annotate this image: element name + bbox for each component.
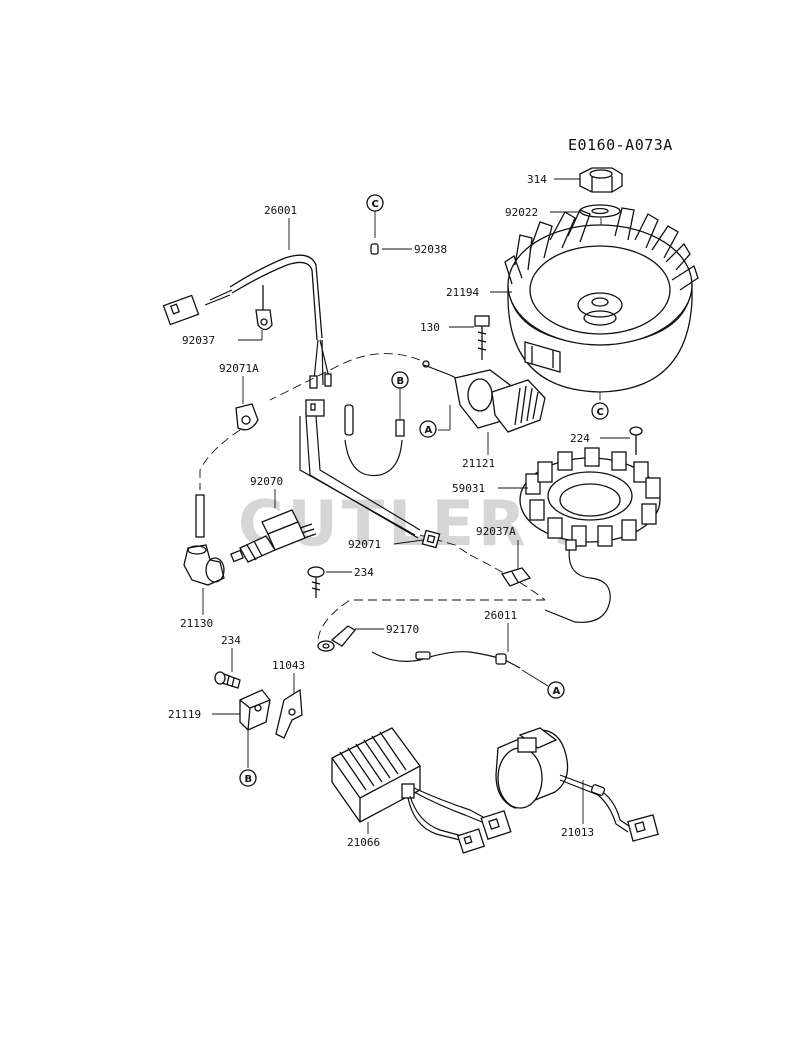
- svg-text:A: A: [425, 425, 433, 436]
- label-11043: 11043: [272, 659, 305, 672]
- label-92071A: 92071A: [219, 362, 259, 375]
- lead-26011-drawing: [371, 651, 521, 669]
- switch-21119-drawing: [239, 689, 271, 768]
- svg-text:C: C: [372, 199, 379, 210]
- label-92022: 92022: [505, 206, 538, 219]
- label-92170: 92170: [386, 623, 419, 636]
- screw-234-upper-drawing: [307, 566, 325, 598]
- stator-59031-drawing: [519, 447, 661, 623]
- bracket-11043-drawing: [275, 688, 303, 739]
- label-21013: 21013: [561, 826, 594, 839]
- washer-92022-drawing: [579, 204, 621, 218]
- label-224: 224: [570, 432, 590, 445]
- svg-text:A: A: [553, 686, 561, 697]
- label-130: 130: [420, 321, 440, 334]
- capacitor-21013-drawing: [495, 727, 659, 842]
- label-21066: 21066: [347, 836, 380, 849]
- callout-b-lower: B: [239, 769, 257, 787]
- reference-code: E0160-A073A: [568, 136, 673, 154]
- label-92037: 92037: [182, 334, 215, 347]
- label-21119: 21119: [168, 708, 201, 721]
- bolt-130-drawing: [474, 315, 490, 360]
- spark-plug-92070-drawing: [230, 509, 317, 563]
- boot-92071A-drawing: [235, 403, 259, 431]
- label-92038: 92038: [414, 243, 447, 256]
- ground-lead-92170-drawing: [317, 625, 356, 652]
- label-21121: 21121: [462, 457, 495, 470]
- pin-92038-drawing: [370, 243, 379, 255]
- regulator-21066-drawing: [331, 727, 512, 854]
- label-21194: 21194: [446, 286, 479, 299]
- harness-26001-drawing: [162, 254, 332, 389]
- callout-a-lower: A: [547, 681, 565, 699]
- label-92070: 92070: [250, 475, 283, 488]
- callout-b-upper: B: [391, 371, 409, 389]
- screw-224-drawing: [629, 426, 643, 455]
- ignition-coil-21121-drawing: [422, 360, 546, 433]
- wire-bundle-drawing: [299, 399, 421, 539]
- terminal-92037A-drawing: [500, 567, 532, 587]
- label-314: 314: [527, 173, 547, 186]
- plug-cap-21130-drawing: [183, 494, 225, 586]
- grommet-92071-drawing: [421, 529, 441, 549]
- svg-text:B: B: [397, 376, 405, 387]
- label-21130: 21130: [180, 617, 213, 630]
- label-234-lower: 234: [221, 634, 241, 647]
- screw-234-lower-drawing: [214, 671, 241, 689]
- terminal-92037-drawing: [255, 285, 273, 331]
- callout-c-top: C: [366, 194, 384, 212]
- callout-a-coil: A: [419, 420, 437, 438]
- flywheel-21194-drawing: [504, 207, 699, 393]
- label-59031: 59031: [452, 482, 485, 495]
- svg-text:B: B: [245, 774, 253, 785]
- nut-314-drawing: [579, 167, 623, 193]
- label-92037A: 92037A: [476, 525, 516, 538]
- label-92071: 92071: [348, 538, 381, 551]
- svg-text:C: C: [597, 407, 604, 418]
- label-234-upper: 234: [354, 566, 374, 579]
- label-26001: 26001: [264, 204, 297, 217]
- callout-c-flywheel: C: [591, 402, 609, 420]
- label-26011: 26011: [484, 609, 517, 622]
